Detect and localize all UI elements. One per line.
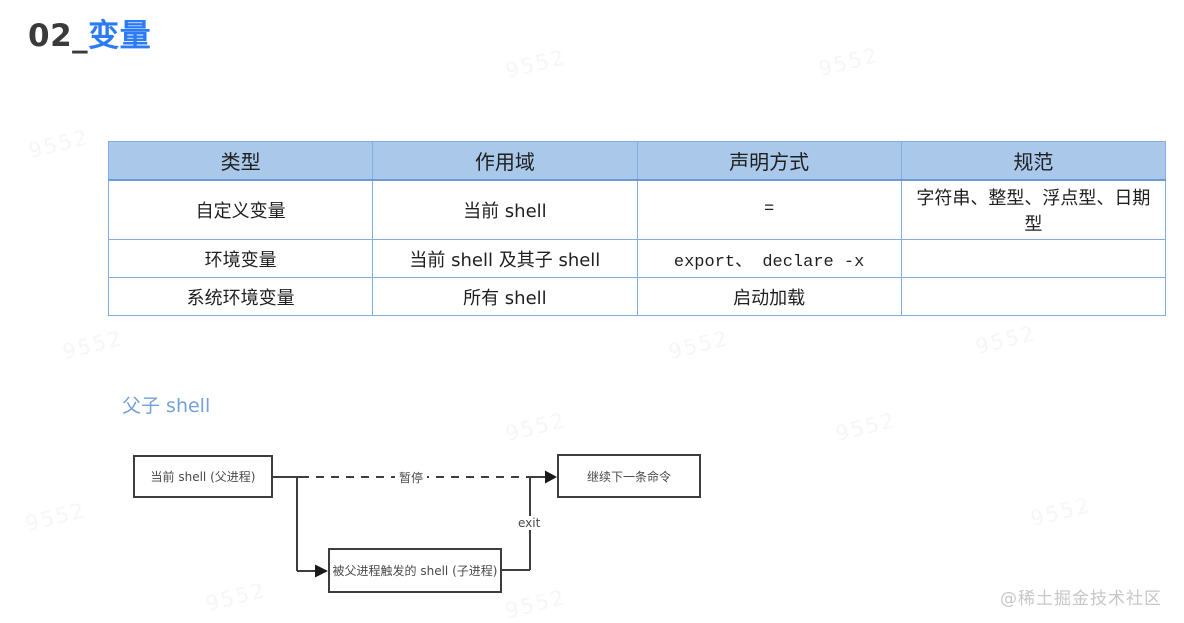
cell-type: 自定义变量 xyxy=(107,179,374,240)
cell-standard xyxy=(900,277,1167,316)
arrowhead-into-next xyxy=(545,470,557,484)
community-credit-watermark: @稀土掘金技术社区 xyxy=(1000,589,1162,609)
arrowhead-into-child xyxy=(315,564,328,578)
column-header-scope: 作用域 xyxy=(372,141,638,181)
page-title-number: 02_ xyxy=(28,18,89,54)
node-child-shell-label: 被父进程触发的 shell (子进程) xyxy=(332,564,498,578)
node-child-shell: 被父进程触发的 shell (子进程) xyxy=(328,548,502,593)
node-parent-shell: 当前 shell (父进程) xyxy=(133,455,273,498)
page-title-text: 变量 xyxy=(88,18,152,54)
table-header-row: 类型 作用域 声明方式 规范 xyxy=(107,141,1167,181)
page-title: 02_变量 xyxy=(28,10,151,55)
column-header-type: 类型 xyxy=(107,141,374,181)
table-row: 环境变量 当前 shell 及其子 shell export、 declare … xyxy=(107,239,1167,278)
cell-declaration: export、 declare -x xyxy=(636,239,902,278)
column-header-standard: 规范 xyxy=(900,141,1167,181)
cell-type: 系统环境变量 xyxy=(107,277,374,316)
node-parent-shell-label: 当前 shell (父进程) xyxy=(150,470,256,484)
variable-types-table: 类型 作用域 声明方式 规范 自定义变量 当前 shell = 字符串、整型、浮… xyxy=(107,141,1167,316)
edge-label-pause: 暂停 xyxy=(395,469,428,486)
cell-declaration: 启动加载 xyxy=(636,277,902,316)
column-header-declaration: 声明方式 xyxy=(636,141,902,181)
table-row: 系统环境变量 所有 shell 启动加载 xyxy=(107,277,1167,316)
cell-scope: 当前 shell xyxy=(372,179,638,240)
node-next-command: 继续下一条命令 xyxy=(557,454,701,498)
cell-scope: 当前 shell 及其子 shell xyxy=(372,239,638,278)
cell-standard: 字符串、整型、浮点型、日期型 xyxy=(900,179,1167,240)
node-next-command-label: 继续下一条命令 xyxy=(586,469,671,484)
edge-label-exit: exit xyxy=(514,516,545,530)
cell-scope: 所有 shell xyxy=(372,277,638,316)
section-subtitle: 父子 shell xyxy=(122,395,211,417)
